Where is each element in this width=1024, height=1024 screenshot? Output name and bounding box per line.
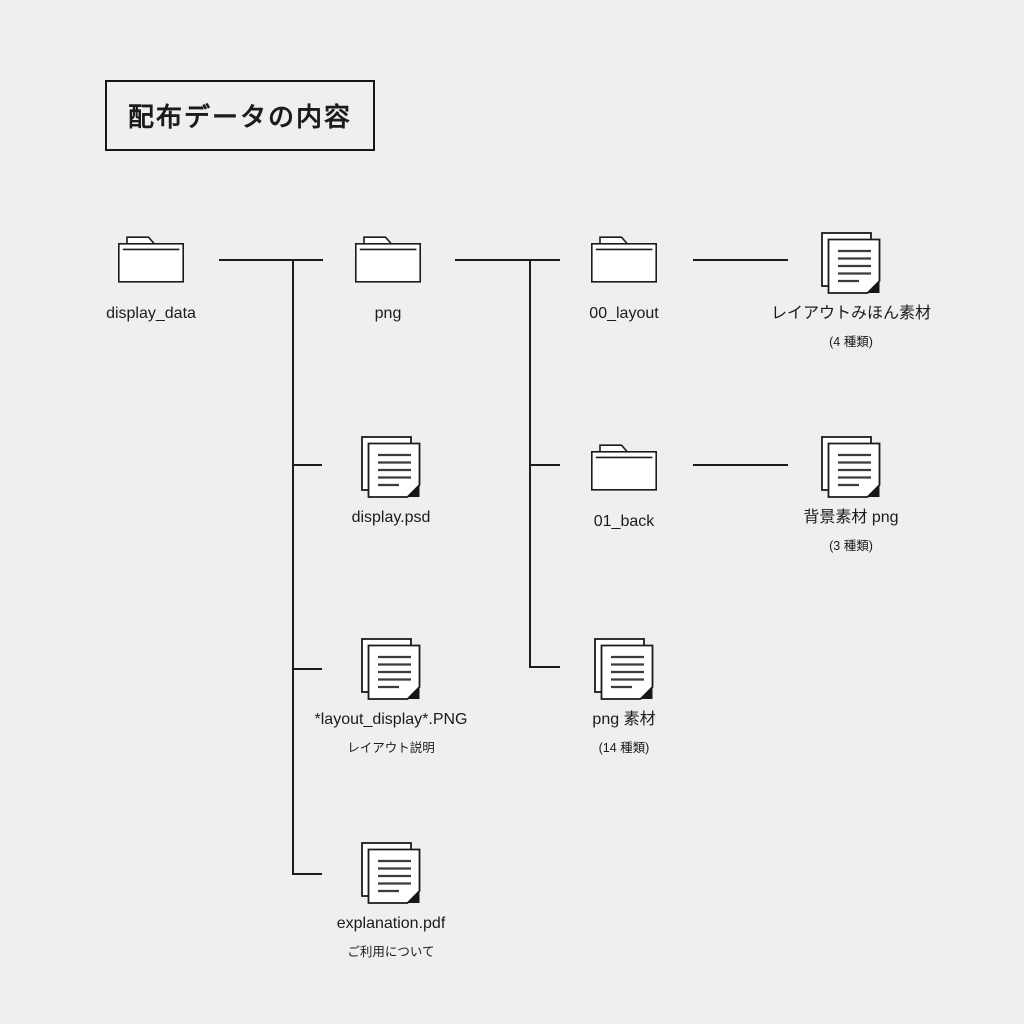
node-display-psd: display.psd bbox=[271, 436, 511, 527]
node-label: display.psd bbox=[351, 509, 431, 526]
connector-branch-layout-display bbox=[292, 668, 322, 670]
connector-root-to-trunk1 bbox=[219, 259, 323, 261]
document-icon bbox=[361, 638, 421, 701]
document-icon bbox=[594, 638, 654, 701]
node-layout-display-png: *layout_display*.PNG レイアウト説明 bbox=[271, 638, 511, 756]
node-sublabel: レイアウト説明 bbox=[347, 741, 435, 755]
node-label: explanation.pdf bbox=[336, 915, 446, 932]
document-icon bbox=[821, 436, 881, 499]
node-explanation-pdf: explanation.pdf ご利用について bbox=[271, 842, 511, 960]
node-label: png bbox=[374, 305, 402, 322]
folder-icon bbox=[118, 236, 184, 283]
connector-01back-to-background bbox=[693, 464, 788, 466]
node-label: display_data bbox=[106, 305, 196, 322]
node-label: 00_layout bbox=[589, 305, 659, 322]
connector-branch-explanation bbox=[292, 873, 322, 875]
folder-icon bbox=[591, 444, 657, 491]
node-00-layout: 00_layout bbox=[504, 236, 744, 323]
folder-icon bbox=[591, 236, 657, 283]
node-display-data: display_data bbox=[31, 236, 271, 323]
node-sublabel: (3 種類) bbox=[829, 539, 873, 553]
connector-branch-01back bbox=[529, 464, 560, 466]
node-layout-sample: レイアウトみほん素材 (4 種類) bbox=[731, 232, 971, 350]
node-label: 01_back bbox=[593, 513, 655, 530]
node-png: png bbox=[268, 236, 508, 323]
document-icon bbox=[361, 436, 421, 499]
connector-00layout-to-sample bbox=[693, 259, 788, 261]
node-01-back: 01_back bbox=[504, 444, 744, 531]
node-sublabel: (4 種類) bbox=[829, 335, 873, 349]
folder-icon bbox=[355, 236, 421, 283]
document-icon bbox=[821, 232, 881, 295]
diagram-title-box: 配布データの内容 bbox=[105, 80, 375, 151]
diagram-title: 配布データの内容 bbox=[127, 102, 352, 132]
node-label: 背景素材 png bbox=[803, 509, 899, 526]
connector-branch-display-psd bbox=[292, 464, 322, 466]
node-png-materials: png 素材 (14 種類) bbox=[504, 638, 744, 756]
connector-trunk1 bbox=[292, 259, 294, 874]
node-label: png 素材 bbox=[592, 711, 656, 728]
connector-png-to-trunk2 bbox=[455, 259, 560, 261]
connector-trunk2 bbox=[529, 259, 531, 667]
node-background-png: 背景素材 png (3 種類) bbox=[731, 436, 971, 554]
connector-branch-png-materials bbox=[529, 666, 560, 668]
node-label: レイアウトみほん素材 bbox=[770, 305, 931, 322]
node-label: *layout_display*.PNG bbox=[314, 711, 468, 728]
document-icon bbox=[361, 842, 421, 905]
node-sublabel: ご利用について bbox=[347, 945, 435, 959]
node-sublabel: (14 種類) bbox=[598, 741, 650, 755]
